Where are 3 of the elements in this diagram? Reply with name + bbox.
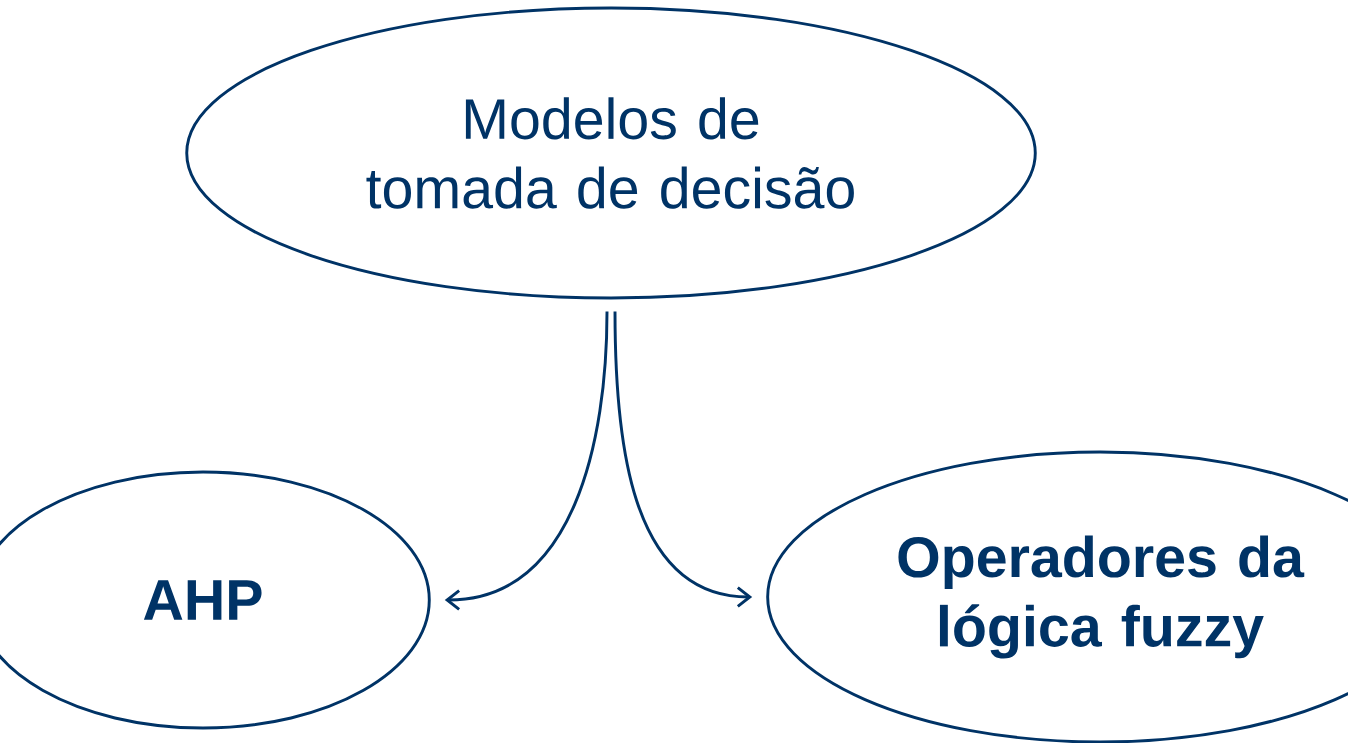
curved-arrow: [444, 311, 609, 611]
ellipse-node: Modelos de tomada de decisão: [185, 6, 1037, 300]
curved-arrow: [613, 311, 753, 608]
